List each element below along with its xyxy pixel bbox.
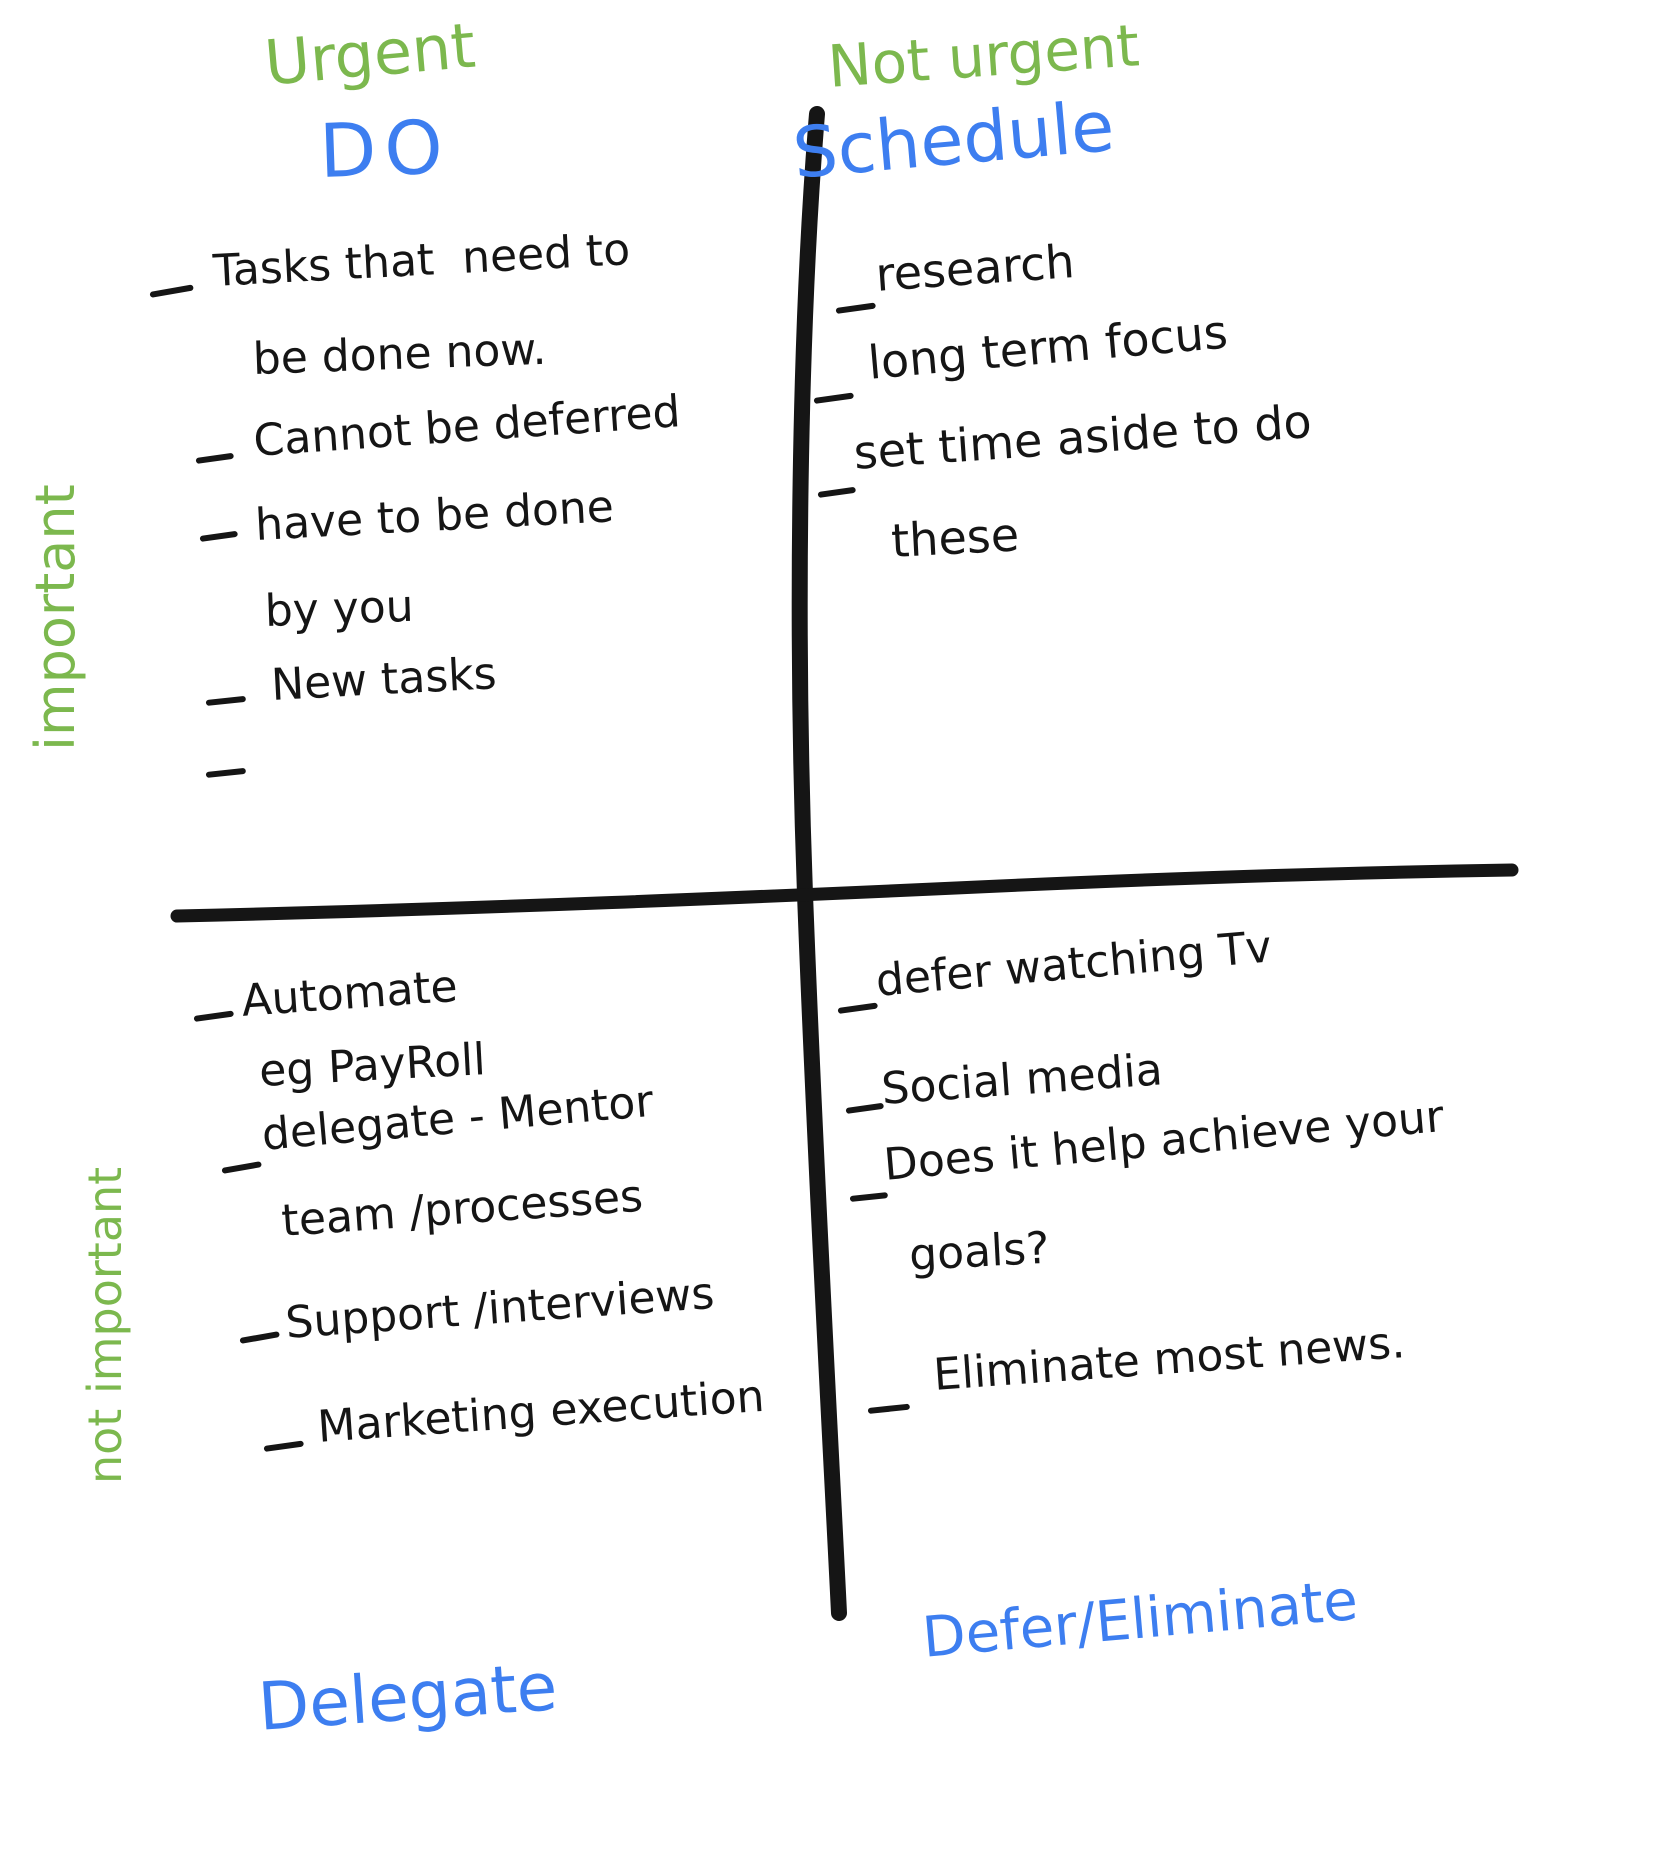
do-item-line: by you xyxy=(263,580,415,637)
vertical-axis-line xyxy=(791,106,847,1621)
schedule-item-line: these xyxy=(889,507,1021,568)
important-label: important xyxy=(24,484,87,752)
horizontal-axis-line xyxy=(170,863,1519,923)
do-item-line: be done now. xyxy=(251,323,548,385)
do-quadrant-title: DO xyxy=(317,104,453,195)
not-important-label: not important xyxy=(78,1166,132,1484)
defer-item-line: goals? xyxy=(907,1222,1051,1281)
